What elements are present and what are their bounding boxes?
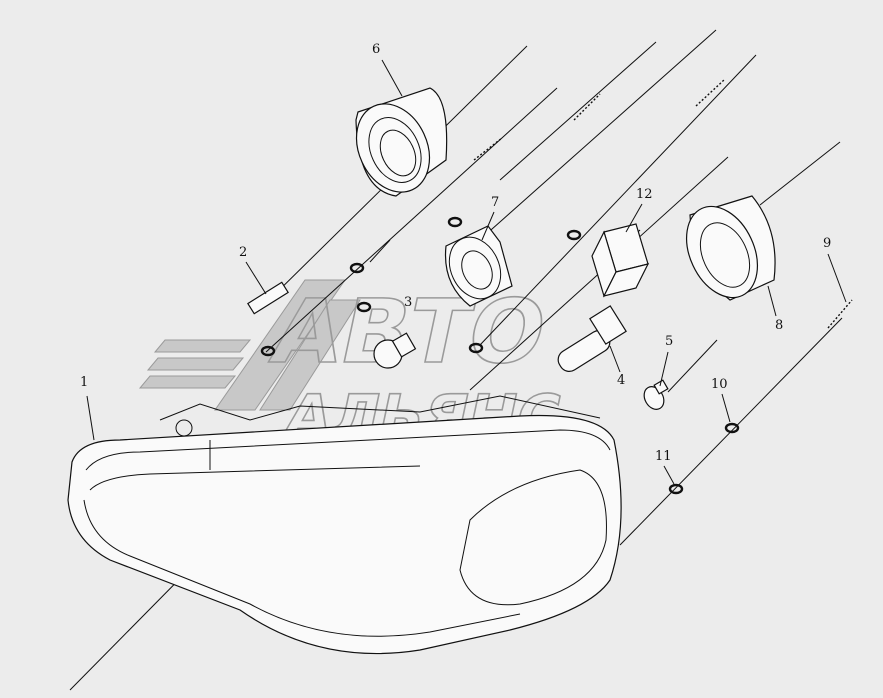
part-10-o-ring bbox=[724, 422, 740, 434]
part-5-small-bulb bbox=[643, 379, 669, 410]
o-ring bbox=[260, 345, 276, 357]
o-ring bbox=[356, 301, 372, 313]
part-3-lamp bbox=[373, 332, 417, 369]
part-1-headlamp-housing bbox=[67, 395, 622, 655]
o-ring bbox=[468, 342, 484, 354]
part-11-o-ring bbox=[668, 483, 684, 495]
o-ring bbox=[447, 216, 463, 228]
callout-10: 10 bbox=[711, 377, 728, 392]
callout-12: 12 bbox=[636, 187, 653, 202]
o-ring bbox=[566, 229, 582, 241]
part-4-bulb bbox=[557, 305, 627, 372]
callout-labels: 1 2 3 4 5 6 7 8 9 10 11 12 bbox=[80, 42, 847, 485]
callout-6: 6 bbox=[372, 42, 380, 57]
watermark-emblem bbox=[138, 279, 361, 411]
part-9-bolt bbox=[827, 299, 853, 329]
o-rings bbox=[260, 216, 740, 495]
callout-8: 8 bbox=[775, 318, 783, 333]
bolt bbox=[473, 137, 503, 161]
bolts bbox=[473, 79, 853, 329]
o-ring bbox=[349, 262, 365, 274]
watermark-line1: АВТО bbox=[264, 280, 556, 383]
part-12-relay bbox=[591, 223, 650, 298]
callout-9: 9 bbox=[823, 236, 831, 251]
callout-1: 1 bbox=[80, 375, 88, 390]
bolt bbox=[573, 93, 601, 121]
callout-3: 3 bbox=[404, 295, 412, 310]
part-7-socket bbox=[444, 225, 513, 307]
callout-7: 7 bbox=[491, 195, 499, 210]
part-8-bulb-cap bbox=[686, 195, 776, 301]
callout-2: 2 bbox=[239, 245, 247, 260]
callout-5: 5 bbox=[665, 334, 673, 349]
callout-11: 11 bbox=[655, 449, 672, 464]
part-6-bulb-cap bbox=[355, 87, 448, 197]
callout-4: 4 bbox=[617, 373, 625, 388]
